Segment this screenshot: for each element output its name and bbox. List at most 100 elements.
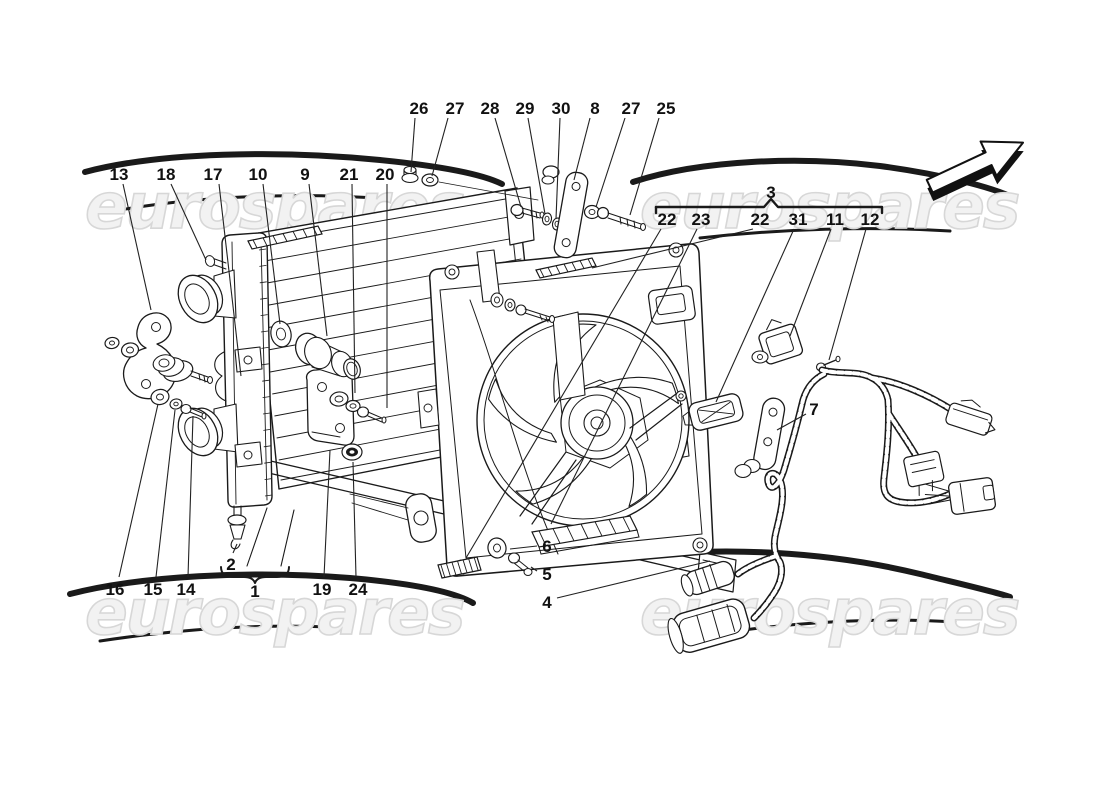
part-label-22: 22 <box>751 210 770 229</box>
part-label-15: 15 <box>144 580 163 599</box>
leader-line-30 <box>555 117 561 220</box>
fan-relay-box <box>647 285 696 325</box>
leader-line-12 <box>828 228 867 361</box>
bracket-plate-19 <box>305 366 355 446</box>
car-swoosh-top-left-echo <box>118 194 392 212</box>
part-label-5: 5 <box>542 565 551 584</box>
thermoswitch-9 <box>294 332 361 380</box>
part-label-1: 1 <box>250 582 259 601</box>
part-label-21: 21 <box>340 165 359 184</box>
wiring-harness-illustration <box>667 366 997 654</box>
bolt-25 <box>596 206 646 231</box>
car-swoosh-top-right <box>630 157 1017 201</box>
part-label-4: 4 <box>542 593 552 612</box>
range-brace <box>220 566 290 584</box>
leader-line-26 <box>410 117 416 173</box>
harness-mid-connector <box>903 450 945 497</box>
part-label-27: 27 <box>446 99 465 118</box>
foam-strips <box>247 225 640 579</box>
harness-big-plug <box>667 598 751 654</box>
leader-line-27 <box>595 117 626 208</box>
leader-line-2 <box>232 543 238 554</box>
part-label-23: 23 <box>692 210 711 229</box>
tank-flange-curve <box>214 351 227 402</box>
leader-line-15 <box>155 409 176 578</box>
part-label-26: 26 <box>410 99 429 118</box>
leader-line-6 <box>509 545 538 550</box>
part-label-14: 14 <box>177 580 196 599</box>
part-label-20: 20 <box>376 165 395 184</box>
part-label-7: 7 <box>809 400 818 419</box>
grommet-10 <box>270 320 292 348</box>
clip-31 <box>682 393 744 431</box>
part-label-29: 29 <box>516 99 535 118</box>
leader-line-31 <box>715 228 795 403</box>
nut-26 <box>401 165 419 184</box>
part-label-10: 10 <box>249 165 268 184</box>
part-label-25: 25 <box>657 99 676 118</box>
leader-line-23 <box>550 228 698 525</box>
leader-line-8 <box>573 117 591 181</box>
leader-line-27 <box>431 117 449 177</box>
leader-line-5 <box>530 566 538 572</box>
sensor-11 <box>751 319 804 365</box>
rubber-mount <box>152 354 213 384</box>
bottom-fasteners <box>487 537 533 576</box>
part-label-11: 11 <box>826 210 844 229</box>
washer-6 <box>487 537 507 559</box>
leader-line-25 <box>629 117 660 216</box>
range-brace-pointers <box>246 507 295 567</box>
washer-nut-21 <box>329 391 361 413</box>
part-label-28: 28 <box>481 99 500 118</box>
part-label-18: 18 <box>157 165 176 184</box>
leader-line-29 <box>527 117 546 215</box>
drain-plug <box>227 505 247 550</box>
leader-line-14 <box>187 415 194 578</box>
bolt-5 <box>507 552 533 576</box>
assembly-bracket <box>654 197 884 215</box>
upper-hose-neck <box>177 269 237 324</box>
part-label-24: 24 <box>349 580 368 599</box>
leader-line-9 <box>308 183 328 337</box>
washer-bolt-set-16-15-14 <box>150 388 207 420</box>
leader-line-17 <box>218 183 242 377</box>
leader-line-7 <box>776 413 807 431</box>
washer-27 <box>421 173 439 187</box>
part-label-3: 3 <box>766 183 775 202</box>
bracket-13 <box>123 312 177 400</box>
part-label-6: 6 <box>542 537 551 556</box>
bleed-stud <box>204 255 227 270</box>
right-small-parts <box>682 319 841 479</box>
leader-line-19 <box>323 449 331 578</box>
part-label-31: 31 <box>789 210 808 229</box>
part-label-9: 9 <box>300 165 309 184</box>
harness-small-plug <box>680 560 735 597</box>
tank-clip-block <box>234 346 263 468</box>
leader-line-28 <box>494 117 522 208</box>
rail-eye-bracket <box>405 493 437 543</box>
left-mount-hardware <box>104 312 387 461</box>
part-label-8: 8 <box>590 99 599 118</box>
grommet-24 <box>341 443 363 461</box>
leader-line-10 <box>262 183 281 325</box>
harness-top-connector <box>945 399 996 436</box>
nut-washer-pair-left <box>104 336 140 358</box>
leader-line-16 <box>118 403 159 578</box>
leader-line-22 <box>465 228 662 559</box>
lower-hose-neck <box>177 403 239 457</box>
harness-right-connector <box>924 477 997 515</box>
cooling-fan-illustration <box>417 242 714 577</box>
leader-line-18 <box>170 183 207 261</box>
fan-hub <box>560 386 634 460</box>
part-label-19: 19 <box>313 580 332 599</box>
car-swoosh-bottom-left <box>67 571 476 606</box>
part-label-2: 2 <box>226 555 235 574</box>
part-label-16: 16 <box>106 580 125 599</box>
bolt-20 <box>356 406 387 424</box>
leader-line-11 <box>789 228 832 337</box>
washer-29 <box>541 212 553 226</box>
part-label-22: 22 <box>658 210 677 229</box>
